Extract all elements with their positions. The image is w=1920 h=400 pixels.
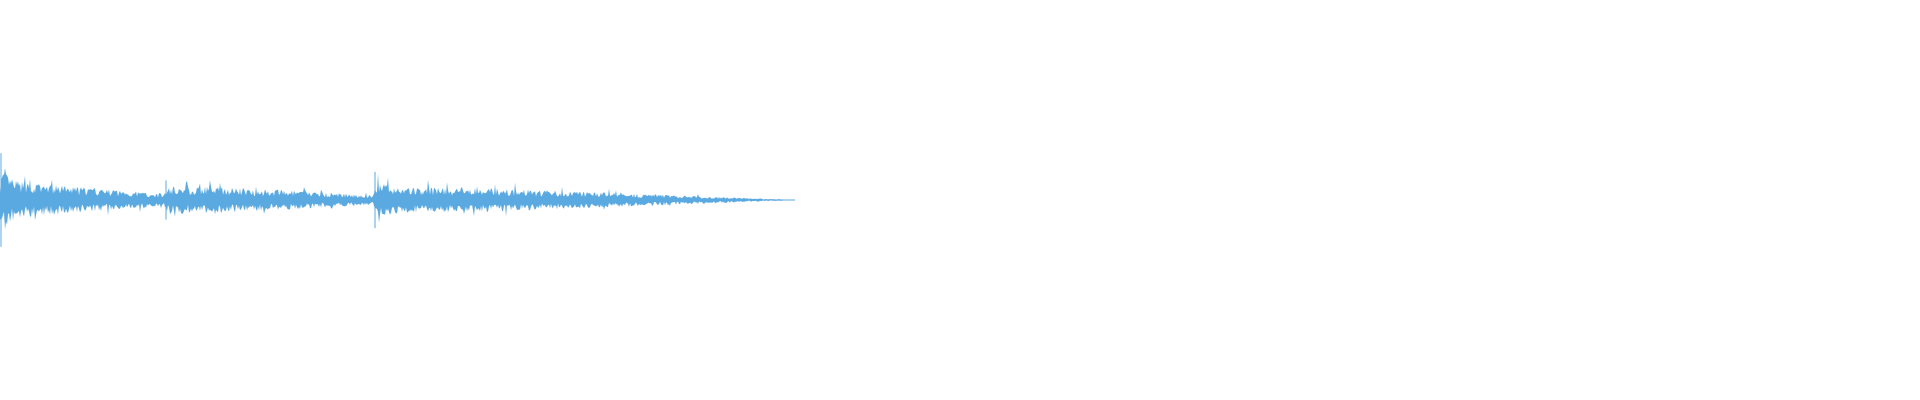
waveform-fill: [0, 168, 783, 230]
